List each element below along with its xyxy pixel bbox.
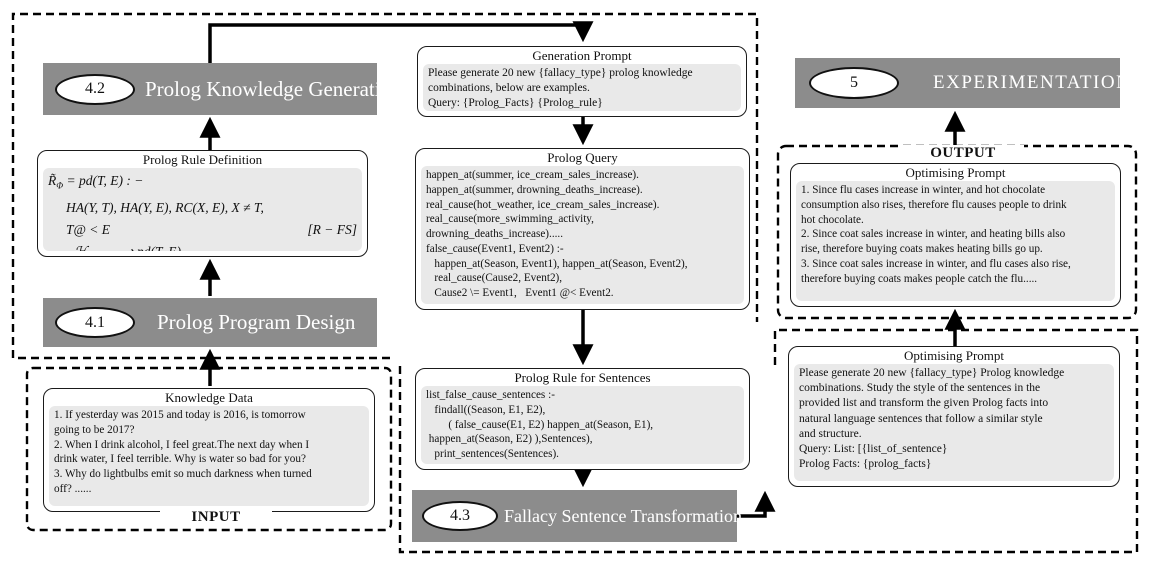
box-title: Knowledge Data [165, 390, 253, 405]
optimising-prompt-transform-box: Optimising Prompt Please generate 20 new… [788, 346, 1120, 487]
generation-prompt-text: Please generate 20 new {fallacy_type} pr… [423, 64, 741, 111]
section-number-badge: 4.2 [55, 73, 135, 105]
section-bar-prolog-knowledge-generation: 4.2 Prolog Knowledge Generation [43, 63, 402, 115]
section-title: Prolog Knowledge Generation [145, 76, 402, 101]
optimising-prompt-transform-text: Please generate 20 new {fallacy_type} Pr… [794, 364, 1114, 481]
generation-prompt-box: Generation Prompt Please generate 20 new… [417, 46, 747, 117]
prolog-rule-definition-box: Prolog Rule Definition R̃Φ = pd(T, E) : … [37, 150, 368, 257]
section-number-badge: 4.1 [55, 307, 135, 338]
box-title: Optimising Prompt [903, 348, 1005, 363]
prolog-rule-for-sentences-box: Prolog Rule for Sentences list_false_cau… [415, 368, 750, 470]
section-bar-fallacy-sentence-transformation: 4.3 Fallacy Sentence Transformation [412, 490, 742, 542]
output-label: OUTPUT [902, 145, 1024, 162]
section-number-badge: 5 [809, 67, 899, 99]
knowledge-data-text: 1. If yesterday was 2015 and today is 20… [49, 406, 369, 506]
section-bar-experimentation: 5 EXPERIMENTATION [795, 58, 1130, 108]
box-title: Prolog Rule for Sentences [514, 370, 651, 385]
section-number-badge: 4.3 [422, 501, 498, 531]
prolog-query-text: happen_at(summer, ice_cream_sales_increa… [421, 166, 744, 304]
prolog-query-box: Prolog Query happen_at(summer, ice_cream… [415, 148, 750, 310]
box-title: Optimising Prompt [905, 165, 1006, 180]
section-bar-prolog-program-design: 4.1 Prolog Program Design [43, 298, 377, 347]
box-title: Generation Prompt [532, 48, 632, 63]
knowledge-data-box: Knowledge Data 1. If yesterday was 2015 … [43, 388, 375, 512]
optimising-prompt-output-text: 1. Since flu cases increase in winter, a… [796, 181, 1115, 301]
prolog-rule-for-sentences-text: list_false_cause_sentences :- findall((S… [421, 386, 744, 464]
section-title: Fallacy Sentence Transformation [504, 505, 742, 526]
input-label: INPUT [160, 509, 272, 526]
box-title: Prolog Rule Definition [142, 152, 263, 167]
optimising-prompt-output-box: Optimising Prompt 1. Since flu cases inc… [790, 163, 1121, 307]
box-title: Prolog Query [547, 150, 618, 165]
rule-definition-math: R̃Φ = pd(T, E) : − HA(Υ, T), HA(Υ, E), R… [43, 168, 362, 251]
section-title: EXPERIMENTATION [933, 72, 1132, 93]
section-title: Prolog Program Design [157, 310, 356, 334]
